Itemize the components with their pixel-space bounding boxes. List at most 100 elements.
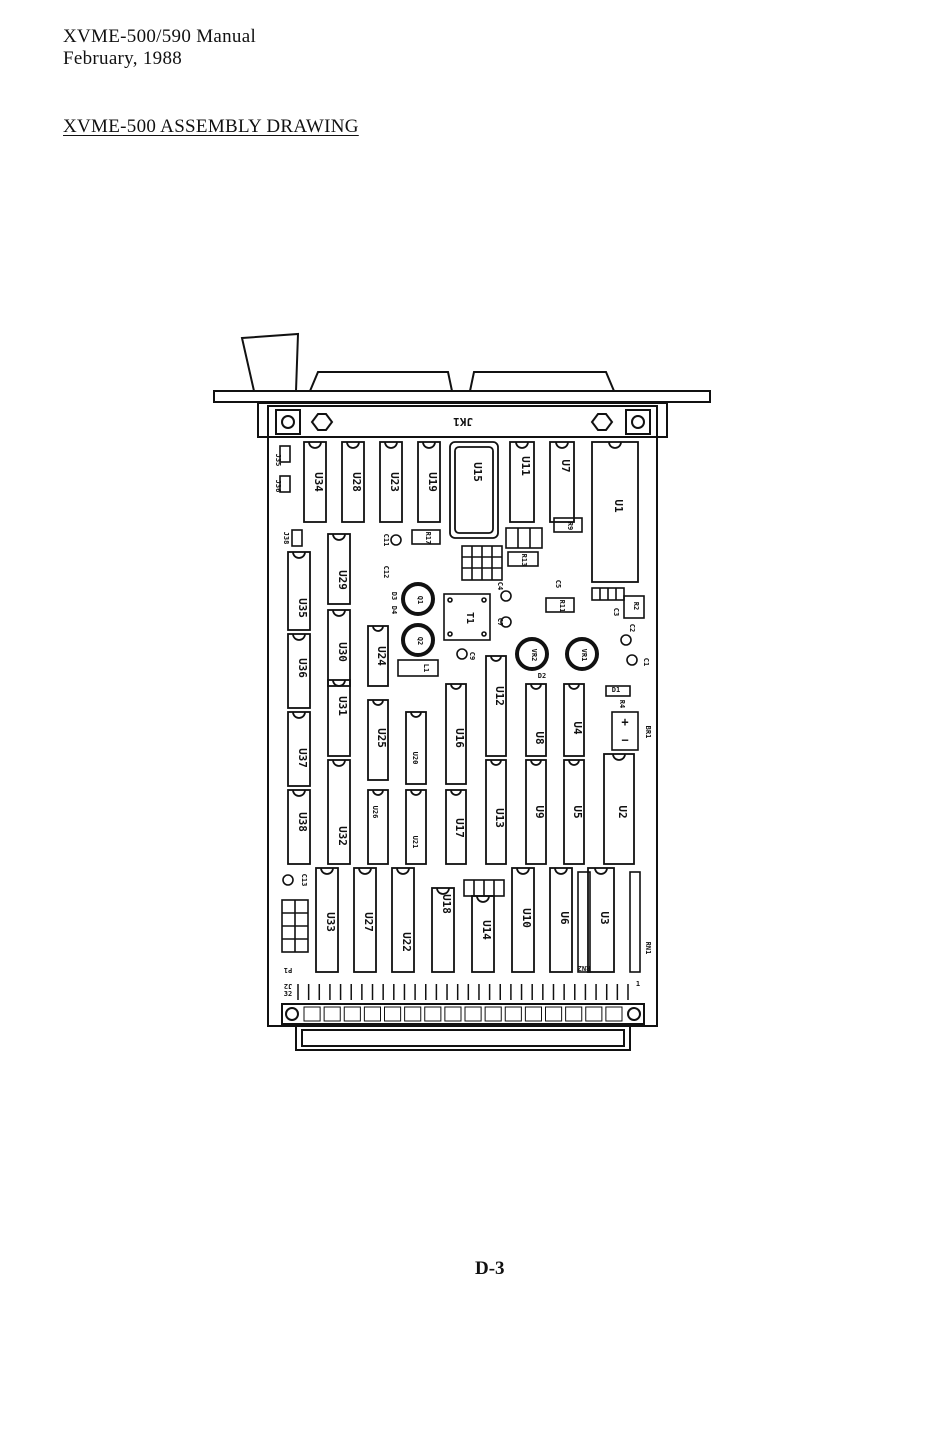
chip-u4 [563,683,585,757]
label-u26: U26 [371,806,379,819]
jumper-cluster-right [505,527,543,549]
label-u21: U21 [411,836,419,849]
label-u33: U33 [324,912,337,932]
chip-u2 [603,753,635,865]
capacitor-c4 [500,590,512,602]
connector-pin-box [524,1006,542,1022]
label-pin32: 32 [284,990,292,998]
label-c7: C7 [496,618,504,626]
label-u15: U15 [471,462,484,482]
connector-pin-box [504,1006,522,1022]
regulator-vr1 [565,637,599,671]
label-u36: U36 [296,658,309,678]
chip-u20 [405,711,427,785]
resistor-network-rn2 [577,871,591,973]
resistor-r13 [507,551,539,567]
transformer-t1 [443,593,491,641]
resistor-r17 [411,529,441,545]
chip-u28 [341,441,365,523]
label-l1: L1 [422,664,430,672]
label-vr1: VR1 [580,649,588,662]
bridge-rectifier-br1 [611,711,639,751]
chip-u38 [287,789,311,865]
label-u30: U30 [336,642,349,662]
label-r13: R13 [520,554,528,567]
label-u2: U2 [616,805,629,818]
chip-u23 [379,441,403,523]
chip-u9 [525,759,547,865]
inductor-l1 [397,659,439,677]
label-r2: R2 [632,602,640,610]
chip-u32 [327,759,351,865]
label-j2: J2 [284,982,292,990]
label-u14: U14 [480,920,493,940]
label-rn1: RN1 [644,942,652,955]
chip-u11 [509,441,535,523]
chip-u6 [549,867,573,973]
label-u7: U7 [559,459,572,472]
chip-u5 [563,759,585,865]
chip-u29 [327,533,351,605]
label-q1: Q1 [416,596,424,604]
label-u37: U37 [296,748,309,768]
chip-u18 [431,887,455,973]
resistor-r2 [623,595,645,619]
label-u3: U3 [598,911,611,924]
label-u22: U22 [400,932,413,952]
label-c2: C2 [628,624,636,632]
label-c13: C13 [300,874,308,887]
header-p1 [281,899,309,953]
label-u8: U8 [533,731,546,744]
chip-u13 [485,759,507,865]
chip-u27 [353,867,377,973]
capacitor-c1 [626,654,638,666]
label-c1: C1 [642,658,650,666]
label-t1: T1 [464,612,475,624]
label-u16: U16 [453,728,466,748]
chip-u33 [315,867,339,973]
label-u6: U6 [558,911,571,925]
label-u11: U11 [519,456,532,476]
chip-u1 [591,441,639,583]
chip-u12 [485,655,507,757]
connector-pin-box [464,1006,482,1022]
label-r4: R4 [618,700,626,708]
label-j36: J36 [274,480,282,493]
front-panel [213,332,711,403]
label-d1: D1 [612,686,620,694]
jumper-cluster-j5 [591,587,625,601]
connector-pin-boxes [303,1006,623,1022]
label-u12: U12 [493,686,506,706]
label-c4: C4 [496,582,504,590]
chip-u19 [417,441,441,523]
connector-pin-box [484,1006,502,1022]
transistor-q1 [401,582,435,616]
label-u1: U1 [612,499,625,513]
capacitor-c11 [390,534,402,546]
label-c9: C9 [468,652,476,660]
label-c5: C5 [554,580,562,588]
connector-pin-box [565,1006,583,1022]
chip-u16 [445,683,467,785]
jumper-j38 [291,529,303,547]
label-q2: Q2 [416,637,424,645]
label-r11: R11 [558,600,566,613]
label-j38: J38 [282,532,290,545]
label-u38: U38 [296,812,309,832]
label-r9: R9 [566,522,574,530]
connector-pin-box [384,1006,402,1022]
chip-u35 [287,551,311,631]
page-number: D-3 [475,1258,505,1279]
chip-u8 [525,683,547,757]
connector-pin-box [363,1006,381,1022]
jumper-block-mid [463,879,505,897]
label-u34: U34 [312,472,325,492]
label-u18: U18 [440,894,453,914]
capacitor-c2 [620,634,632,646]
connector-pin-box [343,1006,361,1022]
label-u28: U28 [350,472,363,492]
connector-pin-box [303,1006,321,1022]
transistor-q2 [401,623,435,657]
label-u23: U23 [388,472,401,492]
